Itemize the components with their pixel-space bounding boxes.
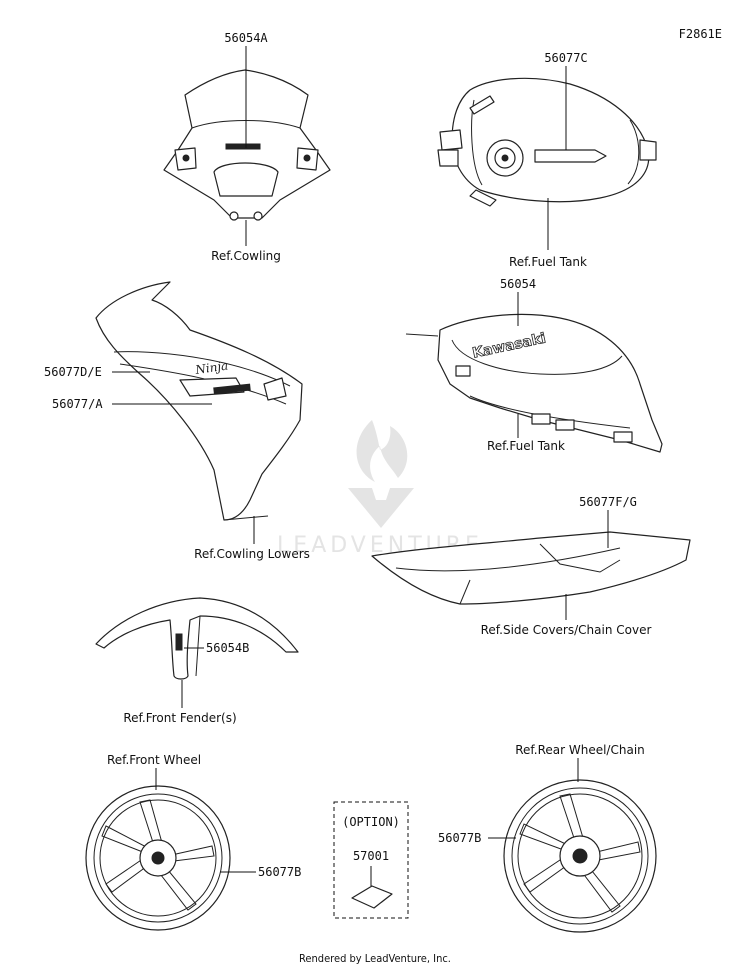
fuel-tank-top-ref-label: Ref.Fuel Tank	[509, 255, 587, 269]
fender-decal	[175, 633, 183, 651]
option-part-number: 57001	[353, 849, 389, 863]
fuel-tank-side-group: Kawasaki 56054 Ref.Fuel Tank	[405, 277, 663, 453]
tank-stripe-decal	[534, 149, 607, 163]
cowling-lowers-part-number-1: 56077D/E	[44, 365, 102, 379]
option-label: (OPTION)	[342, 815, 400, 829]
fuel-tank-side-ref-label: Ref.Fuel Tank	[487, 439, 565, 453]
fuel-tank-top-group: 56077C Ref.Fuel Tank	[437, 51, 657, 269]
option-group: (OPTION) 57001	[333, 801, 409, 919]
windshield-part-number: 56054A	[224, 31, 268, 45]
fuel-tank-top-part-number: 56077C	[544, 51, 587, 65]
front-fender-part	[95, 597, 299, 680]
front-wheel-ref-label: Ref.Front Wheel	[107, 753, 201, 767]
cowling-lowers-part-number-2: 56077/A	[52, 397, 103, 411]
diagram-id: F2861E	[679, 27, 722, 41]
watermark-flame-icon	[356, 420, 408, 482]
rear-wheel-ref-label: Ref.Rear Wheel/Chain	[515, 743, 645, 757]
watermark-v-icon	[348, 488, 414, 528]
windshield-ref-label: Ref.Cowling	[211, 249, 281, 263]
footer-credit: Rendered by LeadVenture, Inc.	[299, 952, 451, 965]
fuel-tank-side-part	[437, 313, 663, 453]
front-fender-group: 56054B Ref.Front Fender(s)	[95, 597, 299, 725]
windshield-group: 56054A Ref.Cowling	[163, 31, 331, 263]
kawasaki-windshield-decal	[225, 143, 261, 150]
front-wheel-group: Ref.Front Wheel 56077B	[85, 753, 301, 931]
cowling-lowers-part	[95, 281, 303, 521]
front-wheel-part-number: 56077B	[258, 865, 301, 879]
front-fender-part-number: 56054B	[206, 641, 249, 655]
rear-wheel-part-number: 56077B	[438, 831, 481, 845]
front-fender-ref-label: Ref.Front Fender(s)	[123, 711, 236, 725]
ninja-decal-text: Ninja	[193, 359, 229, 378]
rear-wheel-group: Ref.Rear Wheel/Chain 56077B	[438, 743, 657, 933]
cowling-lowers-group: Ninja 56077D/E 56077/A Ref.Cowling Lower…	[44, 281, 310, 561]
side-covers-group: 56077F/G Ref.Side Covers/Chain Cover	[371, 495, 691, 637]
side-covers-part-number: 56077F/G	[579, 495, 637, 509]
watermark: LEADVENTURE	[277, 420, 479, 558]
cowling-lowers-ref-label: Ref.Cowling Lowers	[194, 547, 310, 561]
option-box	[333, 801, 409, 919]
fuel-tank-side-part-number: 56054	[500, 277, 536, 291]
option-part	[351, 885, 393, 909]
side-covers-ref-label: Ref.Side Covers/Chain Cover	[481, 623, 652, 637]
